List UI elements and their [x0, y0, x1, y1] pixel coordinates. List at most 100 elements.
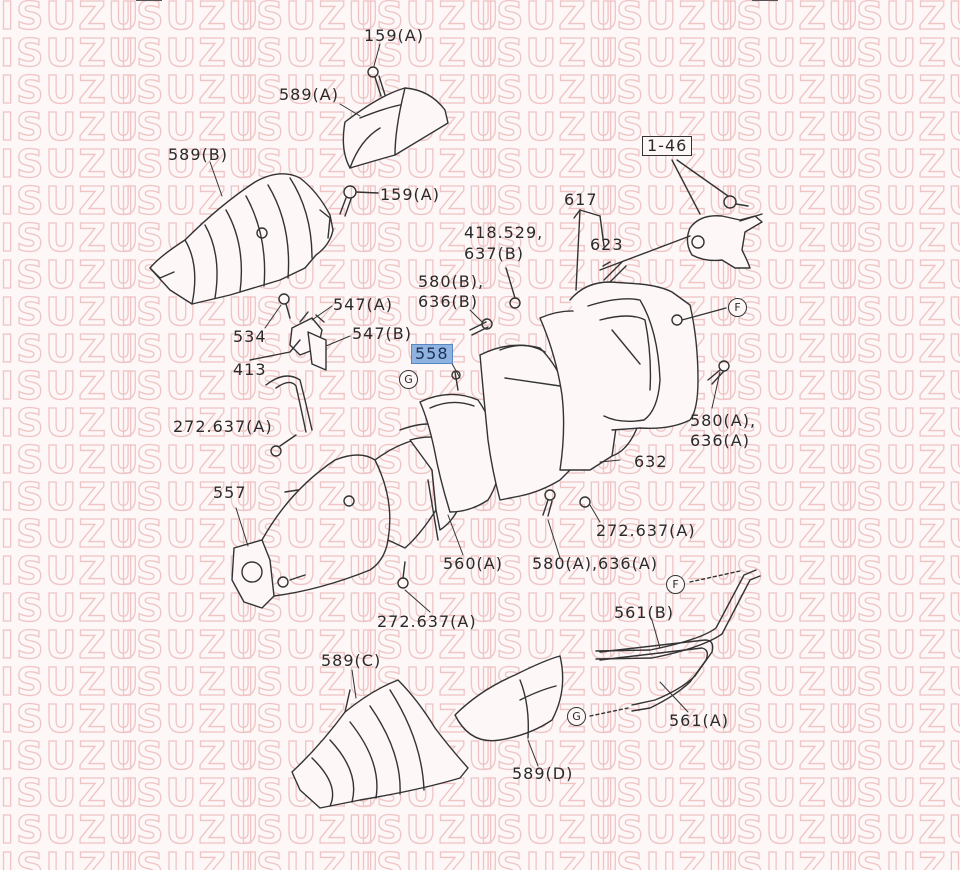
nut-272-bottom[interactable] [397, 561, 409, 589]
watermark-text: ISUZU [719, 67, 861, 112]
watermark-text: ISUZU [839, 215, 960, 260]
bolt-580a-bottom[interactable] [542, 489, 556, 517]
watermark-text: ISUZU [839, 770, 960, 815]
marker-g-bottom[interactable]: G [567, 707, 586, 726]
nut-418[interactable] [505, 267, 521, 309]
bolt-159a-top[interactable] [367, 66, 386, 97]
label-272-637a-left[interactable]: 272.637(A) [173, 417, 273, 436]
label-413[interactable]: 413 [233, 360, 267, 379]
label-589b[interactable]: 589(B) [168, 145, 228, 164]
watermark-text: ISUZU [479, 30, 621, 75]
watermark-text: ISUZU [479, 844, 621, 870]
watermark-text: ISUZU [479, 0, 621, 39]
watermark-text: ISUZU [839, 30, 960, 75]
watermark-text: ISUZU [839, 844, 960, 870]
outlet-housing[interactable] [569, 281, 727, 431]
strap-413[interactable] [249, 339, 313, 433]
label-636a-right[interactable]: 636(A) [690, 431, 750, 450]
watermark-text: ISUZU [0, 511, 141, 556]
label-580a-right[interactable]: 580(A), [690, 411, 757, 430]
watermark-text: ISUZU [719, 326, 861, 371]
watermark-text: ISUZU [719, 844, 861, 870]
bolt-159a-mid[interactable] [339, 185, 379, 217]
label-558-highlighted[interactable]: 558 [411, 344, 453, 364]
bolt-580b[interactable] [469, 318, 493, 336]
watermark-text: ISUZU [0, 363, 141, 408]
watermark-text: ISUZU [719, 104, 861, 149]
inlet-cone-557[interactable] [231, 439, 437, 609]
watermark-text: ISUZU [839, 585, 960, 630]
watermark-text: ISUZU [119, 141, 261, 186]
label-560a[interactable]: 560(A) [443, 554, 503, 573]
label-580a-636a-bottom[interactable]: 580(A),636(A) [532, 554, 659, 573]
gasket-558[interactable] [419, 370, 501, 513]
watermark-text: ISUZU [119, 770, 261, 815]
watermark-text: ISUZU [719, 696, 861, 741]
label-623[interactable]: 623 [590, 235, 624, 254]
watermark-text: ISUZU [0, 0, 141, 39]
bolt-580a-right[interactable] [707, 360, 730, 385]
label-534[interactable]: 534 [233, 327, 267, 346]
label-561a[interactable]: 561(A) [669, 711, 729, 730]
marker-f-bottom[interactable]: F [666, 575, 685, 594]
label-272-637a-right[interactable]: 272.637(A) [596, 521, 696, 540]
watermark-text: ISUZU [599, 474, 741, 519]
watermark-text: ISUZU [359, 807, 501, 852]
watermark-text: ISUZU [359, 0, 501, 39]
heat-shield-589c[interactable] [291, 679, 469, 809]
nut-272-bottom-right[interactable] [579, 496, 591, 508]
pipes-561[interactable] [589, 569, 761, 717]
label-272-637a-bottom[interactable]: 272.637(A) [377, 612, 477, 631]
watermark-text: ISUZU [239, 30, 381, 75]
watermark-text: ISUZU [0, 696, 141, 741]
watermark-text: ISUZU [119, 326, 261, 371]
label-637b[interactable]: 637(B) [464, 244, 524, 263]
watermark-text: ISUZU [119, 67, 261, 112]
label-636b[interactable]: 636(B) [418, 292, 478, 311]
watermark-text: ISUZU [839, 67, 960, 112]
nut-272-left[interactable] [270, 434, 297, 457]
heat-shield-589d[interactable] [454, 655, 564, 742]
label-547a[interactable]: 547(A) [333, 295, 393, 314]
label-561b[interactable]: 561(B) [614, 603, 674, 622]
label-632[interactable]: 632 [634, 452, 668, 471]
dpf-body[interactable] [479, 344, 575, 501]
bracket-547[interactable] [278, 293, 327, 371]
bracket-617 [573, 209, 605, 291]
label-589a[interactable]: 589(A) [279, 85, 339, 104]
watermark-text: ISUZU [0, 141, 141, 186]
watermark-text: ISUZU [119, 30, 261, 75]
watermark-text: ISUZU [0, 326, 141, 371]
label-589c[interactable]: 589(C) [321, 651, 382, 670]
label-557[interactable]: 557 [213, 483, 247, 502]
marker-g-mid[interactable]: G [399, 370, 418, 389]
watermark-text: ISUZU [479, 215, 621, 260]
watermark-text: ISUZU [0, 252, 141, 297]
label-159a-top[interactable]: 159(A) [364, 26, 424, 45]
sensor-assembly-1-46[interactable] [599, 159, 763, 271]
label-1-46[interactable]: 1-46 [642, 136, 693, 156]
watermark-text: ISUZU [599, 67, 741, 112]
label-589d[interactable]: 589(D) [512, 764, 574, 783]
watermark-text: ISUZU [119, 474, 261, 519]
stud-623[interactable] [602, 261, 627, 285]
label-418-529[interactable]: 418.529, [464, 223, 544, 242]
watermark-text: ISUZU [0, 437, 141, 482]
watermark-text: ISUZU [839, 326, 960, 371]
watermark-text: ISUZU [0, 215, 141, 260]
label-580b[interactable]: 580(B), [418, 272, 485, 291]
label-159a-mid[interactable]: 159(A) [380, 185, 440, 204]
heat-shield-589a[interactable] [342, 87, 449, 169]
watermark-text: ISUZU [119, 585, 261, 630]
watermark-text: ISUZU [119, 807, 261, 852]
label-547b[interactable]: 547(B) [352, 324, 412, 343]
watermark-text: ISUZU [239, 67, 381, 112]
heat-shield-589b[interactable] [149, 173, 334, 305]
top-rule-left [136, 0, 162, 1]
watermark-text: ISUZU [839, 511, 960, 556]
label-617[interactable]: 617 [564, 190, 598, 209]
watermark-text: ISUZU [479, 733, 621, 778]
marker-f-top[interactable]: F [728, 298, 747, 317]
watermark-text: ISUZU [839, 733, 960, 778]
